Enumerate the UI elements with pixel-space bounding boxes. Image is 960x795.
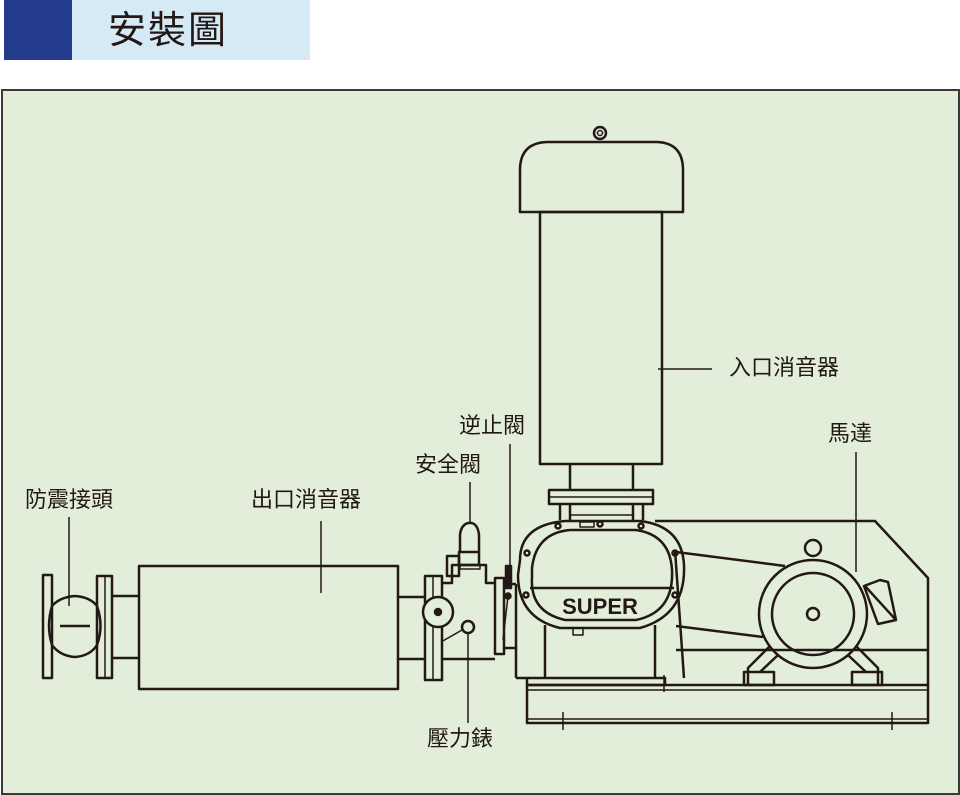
belt-guard: [655, 519, 930, 685]
installation-diagram-frame: [1, 89, 960, 795]
base-frame: [525, 675, 930, 730]
label-outlet-silencer: 出口消音器: [251, 488, 362, 513]
motor: [742, 538, 898, 687]
label-check-valve: 逆止閥: [459, 414, 526, 439]
label-pressure-gauge: 壓力錶: [427, 727, 494, 752]
label-inlet-silencer: 入口消音器: [729, 356, 840, 381]
section-header: 安裝圖: [4, 0, 310, 60]
anti-vibration-joint: [41, 573, 114, 680]
leader-lines: [68, 368, 857, 723]
brand-text: SUPER: [562, 594, 638, 619]
inlet-silencer: [518, 125, 685, 490]
label-anti-vibration-joint: 防震接頭: [25, 488, 114, 513]
header-accent-block: [4, 0, 72, 60]
outlet-piping: [421, 521, 527, 682]
blower-body: [516, 519, 686, 679]
label-motor: 馬達: [828, 422, 873, 447]
label-safety-valve: 安全閥: [415, 453, 482, 478]
page-title: 安裝圖: [108, 8, 229, 52]
outlet-silencer: [112, 564, 425, 691]
inlet-flange: [547, 488, 655, 520]
